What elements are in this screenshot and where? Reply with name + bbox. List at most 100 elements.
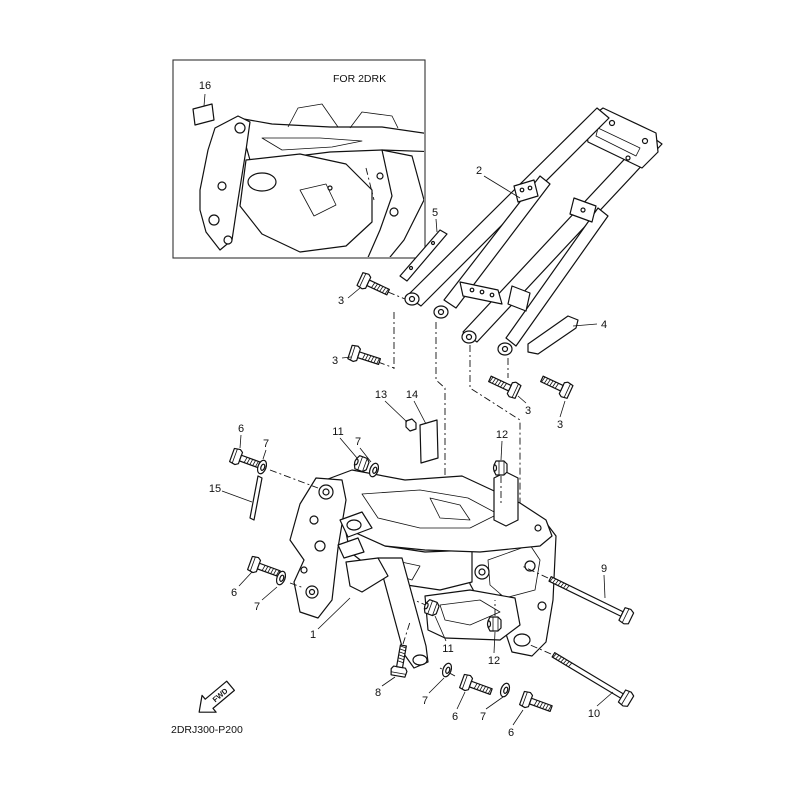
leader-3: [517, 395, 527, 404]
forward-arrow-icon: FWD: [198, 680, 236, 713]
inset-hole: [389, 207, 399, 217]
callout-3: 3: [557, 419, 563, 431]
bracket-hole: [430, 240, 436, 246]
centerline: [289, 582, 305, 589]
callout-9: 9: [601, 563, 607, 575]
inset-title: FOR 2DRK: [333, 73, 386, 85]
callout-6: 6: [238, 423, 244, 435]
frame-side-tab: [337, 537, 365, 559]
centerline: [377, 361, 395, 369]
frame-cross-recess: [439, 599, 501, 626]
inset-hole: [327, 185, 333, 191]
callout-6: 6: [452, 711, 458, 723]
leader-9: [603, 574, 606, 599]
frame-lower-gusset: [345, 557, 389, 593]
inset-cutout-oval: [247, 172, 277, 192]
centerline: [527, 643, 552, 655]
callout-11: 11: [332, 426, 343, 438]
leader-14: [413, 400, 427, 425]
nut-12: [492, 460, 508, 476]
subframe-bracket: [507, 285, 531, 312]
bolt-3: [537, 371, 574, 400]
leader-7: [262, 449, 267, 460]
main-frame-part-1: [289, 469, 557, 669]
leader-7: [359, 447, 372, 463]
callout-16: 16: [199, 80, 211, 92]
leader-6: [456, 691, 466, 710]
callout-1: 1: [310, 629, 316, 641]
forward-arrow-shape: [198, 680, 236, 713]
frame-pivot-boss: [513, 633, 531, 647]
leader-7: [428, 677, 445, 694]
frame-hole: [314, 540, 326, 552]
inset-centerline: [365, 167, 375, 201]
frame-hole: [478, 568, 486, 576]
callout-6: 6: [231, 587, 237, 599]
washer-7: [440, 661, 454, 679]
subframe-hole: [519, 187, 525, 193]
subframe-hole: [580, 207, 586, 213]
frame-lower-cross-member: [424, 589, 521, 641]
callout-7: 7: [254, 601, 260, 613]
leader-12: [500, 440, 503, 461]
leader-15: [221, 490, 253, 503]
centerline: [469, 345, 521, 506]
leader-16: [203, 93, 206, 107]
frame-hole: [524, 560, 536, 572]
frame-spar-opening: [361, 489, 499, 529]
inset-panel: FOR 2DRK 16: [172, 59, 426, 259]
inset-detail-lines: [287, 103, 399, 129]
label-15: [249, 475, 263, 521]
inset-spar-cutout: [261, 137, 363, 151]
centerline: [402, 621, 411, 645]
leader-4: [572, 323, 598, 327]
leader-6: [238, 571, 253, 587]
subframe-mount-hole: [501, 345, 509, 353]
bolt-10: [548, 647, 636, 709]
centerline: [521, 565, 549, 579]
leader-12: [493, 631, 496, 654]
bolt-6: [518, 689, 555, 717]
bolt-3: [356, 271, 393, 300]
frame-hole: [308, 588, 316, 596]
subframe-mount-hole: [437, 308, 445, 316]
rear-subframe: [399, 107, 663, 356]
plate-part-4: [527, 315, 579, 355]
callout-15: 15: [209, 483, 221, 495]
subframe-hole: [527, 185, 533, 191]
frame-lower-spar: [344, 527, 473, 591]
callout-3: 3: [525, 405, 531, 417]
subframe-far-stay: [505, 207, 609, 347]
centerline: [439, 667, 456, 677]
leader-5: [435, 218, 438, 233]
subframe-bracket: [513, 179, 539, 203]
subframe-near-stay: [443, 175, 551, 309]
inset-hole: [234, 122, 246, 134]
fasteners: [228, 271, 636, 717]
bolt-6: [458, 672, 495, 700]
subframe-hole: [489, 292, 495, 298]
leader-6: [239, 434, 242, 449]
nut-13: [405, 418, 417, 432]
frame-hole: [300, 566, 308, 574]
inset-hole: [223, 235, 233, 245]
bracket-hole: [408, 265, 414, 271]
centerline: [435, 322, 446, 488]
callout-12: 12: [488, 655, 500, 667]
frame-hole: [537, 601, 547, 611]
callout-7: 7: [422, 695, 428, 707]
leader-7: [261, 586, 278, 601]
frame-hole: [322, 488, 330, 496]
nut-12: [486, 616, 502, 632]
subframe-hole: [625, 155, 631, 161]
leader-8: [381, 676, 396, 687]
leader-3: [559, 400, 566, 418]
callout-7: 7: [355, 436, 361, 448]
callout-11: 11: [442, 643, 453, 655]
leader-6: [512, 709, 524, 726]
centerline: [269, 469, 319, 489]
subframe-top-cutout: [595, 127, 641, 157]
subframe-mount-hole: [408, 295, 416, 303]
leader-3: [341, 356, 352, 359]
